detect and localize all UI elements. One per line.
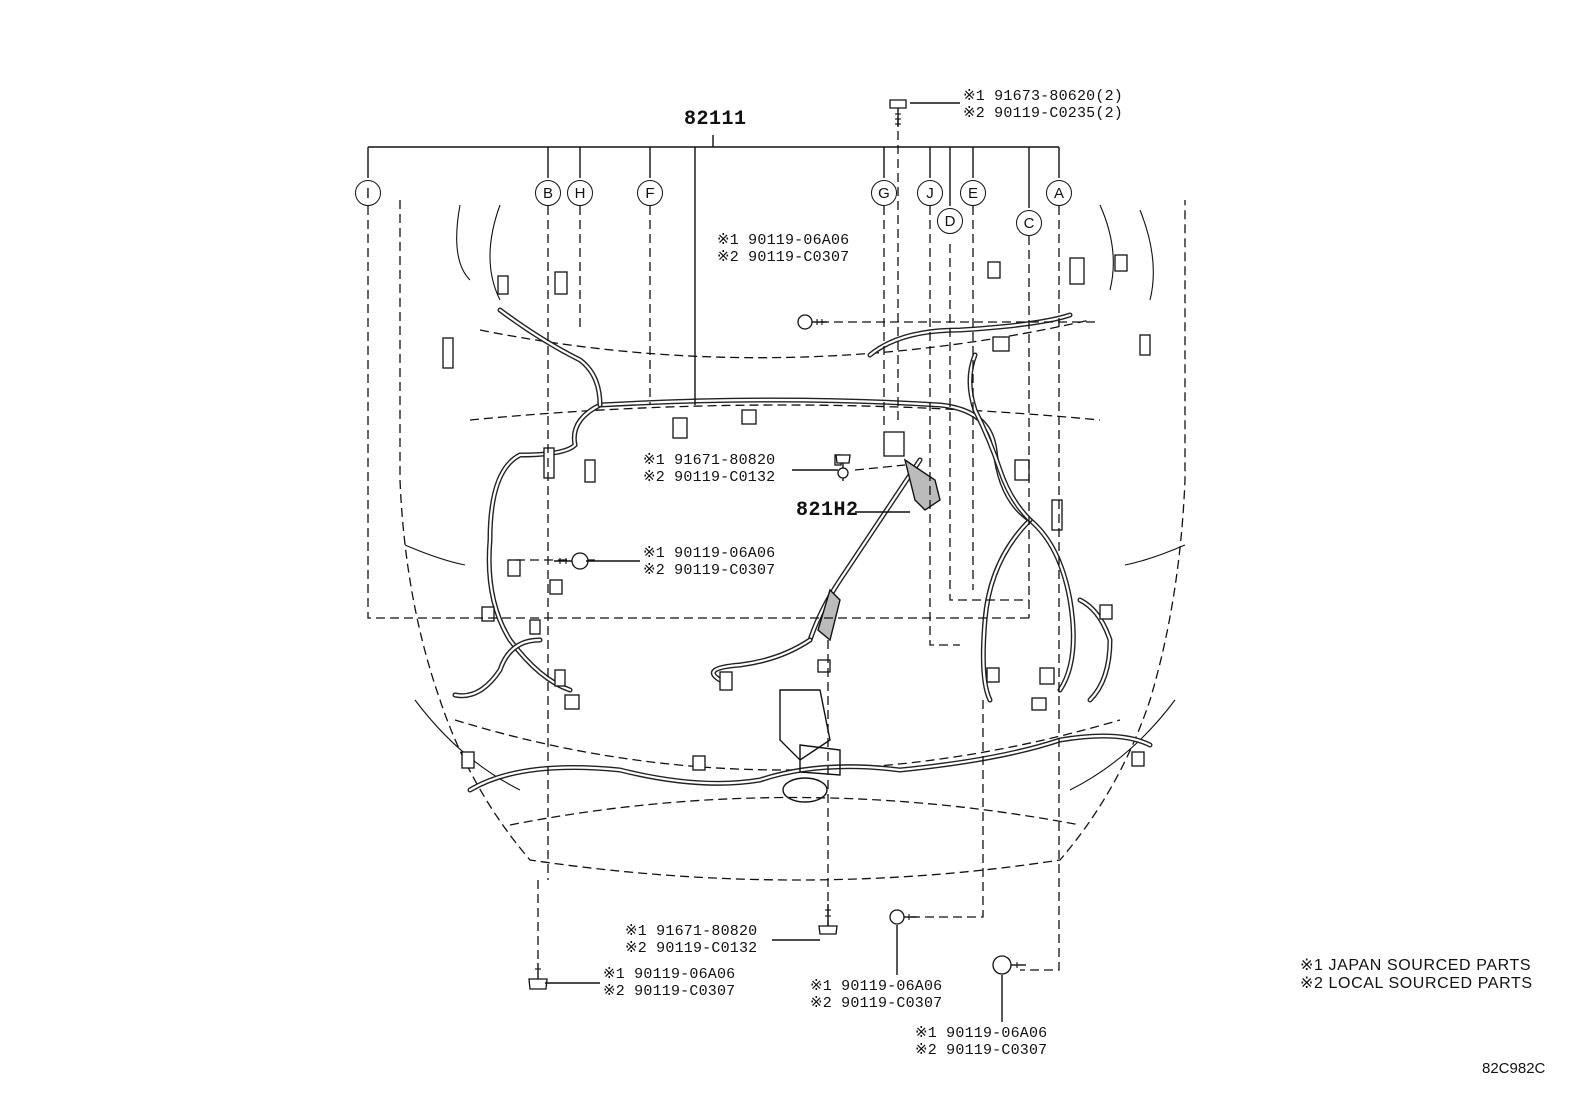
callout-line-1: ※1 90119-06A06 (643, 545, 776, 562)
circle-label-a: A (1046, 180, 1072, 206)
connector-blocks (442, 254, 1151, 771)
circle-label-c: C (1016, 210, 1042, 236)
callout-bottom-center: ※1 90119-06A06※2 90119-C0307 (810, 978, 942, 1012)
circle-label-g: G (871, 180, 897, 206)
legend: ※1 JAPAN SOURCED PARTS※2 LOCAL SOURCED P… (1300, 957, 1533, 993)
reference-lines (367, 117, 1100, 971)
circle-label-b: B (535, 180, 561, 206)
callout-line-1: ※1 90119-06A06 (810, 978, 943, 995)
callout-line-2: ※2 90119-C0235(2) (963, 105, 1123, 122)
callout-line-2: ※2 90119-C0307 (810, 995, 943, 1012)
bracket-821h2 (779, 458, 941, 803)
legend-line-1: ※1 JAPAN SOURCED PARTS (1300, 957, 1532, 974)
leader-lines (367, 135, 1060, 513)
part-number-821h2: 821H2 (796, 499, 859, 522)
diagram-code: 82C982C (1482, 1060, 1546, 1077)
callout-line-2: ※2 90119-C0307 (717, 249, 850, 266)
callout-line-1: ※1 91671-80820 (625, 923, 758, 940)
callout-bottom-left: ※1 90119-06A06※2 90119-C0307 (603, 966, 735, 1000)
circle-label-f: F (637, 180, 663, 206)
circle-label-h: H (567, 180, 593, 206)
callout-upper-center: ※1 90119-06A06※2 90119-C0307 (717, 232, 849, 266)
callout-center-b: ※1 90119-06A06※2 90119-C0307 (643, 545, 775, 579)
callout-center-a: ※1 91671-80820※2 90119-C0132 (643, 452, 775, 486)
callout-bottom-right: ※1 90119-06A06※2 90119-C0307 (915, 1025, 1047, 1059)
callout-top-right: ※1 91673-80620(2)※2 90119-C0235(2) (963, 88, 1123, 122)
callout-line-1: ※1 90119-06A06 (603, 966, 736, 983)
callout-line-2: ※2 90119-C0132 (643, 469, 776, 486)
callout-leaders (545, 102, 1003, 1022)
callout-bottom-mid: ※1 91671-80820※2 90119-C0132 (625, 923, 757, 957)
callout-line-1: ※1 91673-80620(2) (963, 88, 1123, 105)
circle-label-e: E (960, 180, 986, 206)
vehicle-outline (399, 200, 1186, 881)
callout-line-2: ※2 90119-C0132 (625, 940, 758, 957)
callout-line-2: ※2 90119-C0307 (603, 983, 736, 1000)
bolt-symbols (528, 99, 1026, 990)
callout-line-1: ※1 91671-80820 (643, 452, 776, 469)
circle-label-i: I (355, 180, 381, 206)
callout-line-1: ※1 90119-06A06 (915, 1025, 1048, 1042)
part-number-82111: 82111 (684, 108, 747, 131)
callout-line-2: ※2 90119-C0307 (643, 562, 776, 579)
circle-label-d: D (937, 208, 963, 234)
harness-bundle (452, 307, 1153, 793)
callout-line-1: ※1 90119-06A06 (717, 232, 850, 249)
callout-line-2: ※2 90119-C0307 (915, 1042, 1048, 1059)
circle-label-j: J (917, 180, 943, 206)
legend-line-2: ※2 LOCAL SOURCED PARTS (1300, 975, 1533, 992)
